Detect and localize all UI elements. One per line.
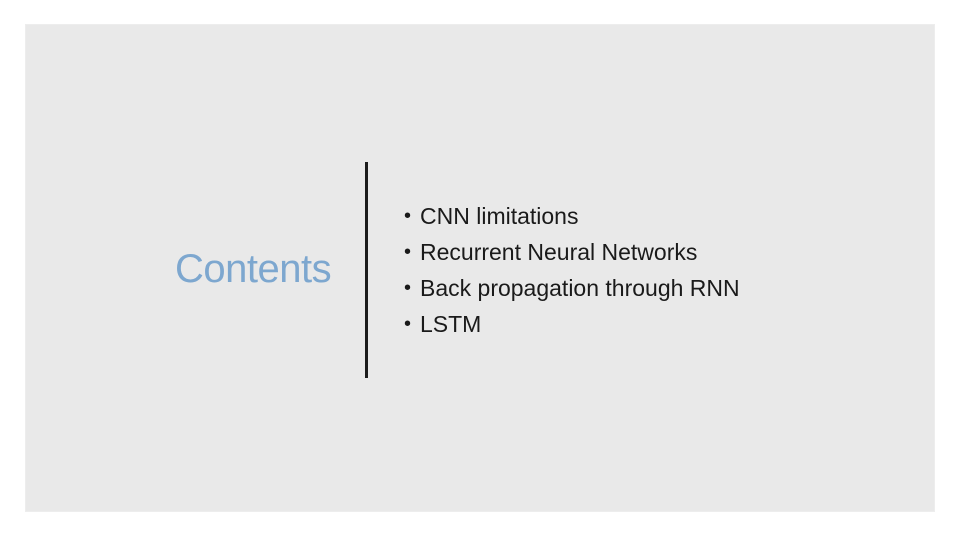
slide: Contents • CNN limitations • Recurrent Neur…	[25, 24, 935, 512]
vertical-divider	[365, 162, 368, 378]
slide-title: Contents	[175, 247, 332, 291]
list-item-label: CNN limitations	[420, 203, 579, 229]
bullet-icon: •	[404, 205, 412, 227]
list-item: • Recurrent Neural Networks	[404, 234, 740, 270]
contents-list: • CNN limitations • Recurrent Neural Networ…	[404, 198, 740, 342]
bullet-icon: •	[404, 277, 412, 299]
list-item-label: Recurrent Neural Networks	[420, 239, 698, 265]
list-item-label: Back propagation through RNN	[420, 275, 740, 301]
list-item: • CNN limitations	[404, 198, 740, 234]
bullet-icon: •	[404, 241, 412, 263]
bullet-icon: •	[404, 313, 412, 335]
list-item: • LSTM	[404, 306, 740, 342]
list-item: • Back propagation through RNN	[404, 270, 740, 306]
list-item-label: LSTM	[420, 311, 482, 337]
